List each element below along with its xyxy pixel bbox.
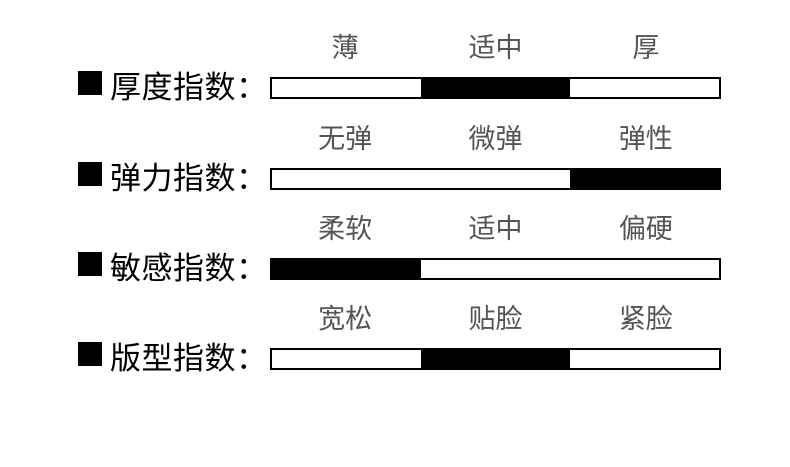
row-title-text: 弹力指数 xyxy=(110,161,236,196)
bullet-square-icon xyxy=(78,342,102,366)
row-title-colon: ： xyxy=(236,70,268,105)
row-title-elasticity: 弹力指数： xyxy=(110,160,268,198)
scale-label-medium: 适中 xyxy=(468,33,523,63)
index-row-sensitivity: 敏感指数： 柔软 适中 偏硬 xyxy=(0,209,790,295)
bullet-square-icon xyxy=(78,71,102,95)
row-title-colon: ： xyxy=(236,341,268,376)
scale-label-slight-stretch: 微弹 xyxy=(468,124,523,154)
index-row-thickness: 厚度指数： 薄 适中 厚 xyxy=(0,28,790,114)
scale-labels-sensitivity: 柔软 适中 偏硬 xyxy=(270,213,721,245)
scale-labels-fit: 宽松 贴脸 紧脸 xyxy=(270,303,721,335)
bar-fill-fit xyxy=(420,350,570,368)
scale-label-loose: 宽松 xyxy=(318,304,373,334)
scale-label-thin: 薄 xyxy=(331,33,359,63)
bullet-square-icon xyxy=(78,162,102,186)
index-bar-fit xyxy=(270,348,721,370)
bar-fill-thickness xyxy=(420,79,570,97)
index-bar-elasticity xyxy=(270,168,721,190)
scale-labels-elasticity: 无弹 微弹 弹性 xyxy=(270,123,721,155)
bullet-square-icon xyxy=(78,252,102,276)
row-title-text: 厚度指数 xyxy=(110,70,236,105)
row-title-colon: ： xyxy=(236,161,268,196)
row-title-text: 版型指数 xyxy=(110,341,236,376)
scale-label-no-stretch: 无弹 xyxy=(318,124,373,154)
scale-label-thick: 厚 xyxy=(632,33,660,63)
row-title-colon: ： xyxy=(236,251,268,286)
row-title-sensitivity: 敏感指数： xyxy=(110,250,268,288)
row-title-fit: 版型指数： xyxy=(110,340,268,378)
row-title-thickness: 厚度指数： xyxy=(110,69,268,107)
bar-fill-sensitivity xyxy=(272,260,421,278)
index-bar-sensitivity xyxy=(270,258,721,280)
scale-label-tight-fit: 紧脸 xyxy=(618,304,673,334)
row-title-text: 敏感指数 xyxy=(110,251,236,286)
index-bar-thickness xyxy=(270,77,721,99)
scale-label-medium: 适中 xyxy=(468,214,523,244)
bar-fill-elasticity xyxy=(569,170,719,188)
scale-label-hard: 偏硬 xyxy=(618,214,673,244)
scale-label-soft: 柔软 xyxy=(318,214,373,244)
scale-label-close-fit: 贴脸 xyxy=(468,304,523,334)
scale-label-elastic: 弹性 xyxy=(618,124,673,154)
index-row-elasticity: 弹力指数： 无弹 微弹 弹性 xyxy=(0,119,790,205)
scale-labels-thickness: 薄 适中 厚 xyxy=(270,32,721,64)
index-row-fit: 版型指数： 宽松 贴脸 紧脸 xyxy=(0,299,790,385)
